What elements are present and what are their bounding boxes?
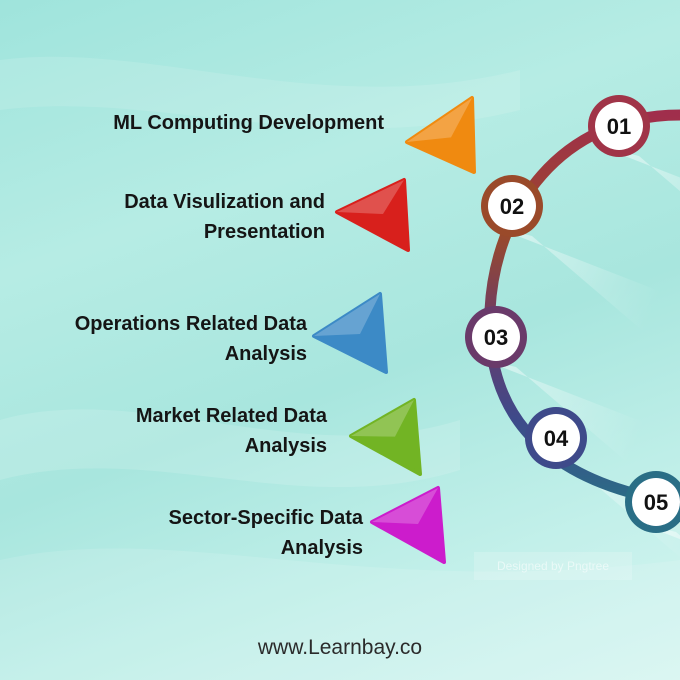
brush-stroke (0, 56, 520, 129)
triangle-highlight (372, 488, 438, 524)
step-label-line: ML Computing Development (113, 112, 384, 134)
brush-stroke (0, 409, 460, 488)
triangle-highlight (351, 400, 414, 437)
step-label-line: Data Visulization and (124, 191, 325, 213)
circle-shadow (492, 226, 672, 356)
step-label-01: ML Computing Development (113, 108, 384, 138)
triangle-marker-05 (370, 486, 446, 564)
step-number-04: 04 (544, 426, 569, 451)
step-number-01: 01 (607, 114, 631, 139)
triangle-marker-03 (312, 292, 388, 374)
circle-shadow (476, 357, 656, 487)
step-label-line: Market Related Data (135, 405, 327, 427)
step-label-line: Analysis (280, 537, 363, 559)
circle-shadow (599, 146, 680, 192)
website-footer[interactable]: www.Learnbay.co (257, 636, 423, 659)
step-number-05: 05 (644, 490, 668, 515)
step-circle-04 (532, 414, 580, 462)
triangle-highlight (407, 98, 472, 142)
step-number-03: 03 (484, 325, 508, 350)
triangle-marker-01 (405, 96, 476, 174)
step-circle-01 (595, 102, 643, 150)
step-number-02: 02 (500, 194, 524, 219)
step-circle-02 (488, 182, 536, 230)
step-label-line: Analysis (244, 435, 327, 457)
triangle-markers (312, 96, 476, 564)
step-label-line: Presentation (203, 221, 325, 243)
step-label-line: Sector-Specific Data (168, 507, 363, 529)
triangle-marker-04 (349, 398, 422, 476)
step-circle-03 (472, 313, 520, 361)
step-circle-05 (632, 478, 680, 526)
triangle-highlight (314, 294, 380, 336)
triangle-highlight (337, 180, 404, 214)
step-label-line: Operations Related Data (74, 313, 307, 335)
watermark: Designed by Pngtree (474, 552, 632, 580)
triangle-marker-02 (335, 178, 410, 252)
step-circles: 01 02 03 04 05 (465, 95, 680, 533)
brush-stroke (0, 548, 680, 680)
step-label-line: Analysis (224, 343, 307, 365)
